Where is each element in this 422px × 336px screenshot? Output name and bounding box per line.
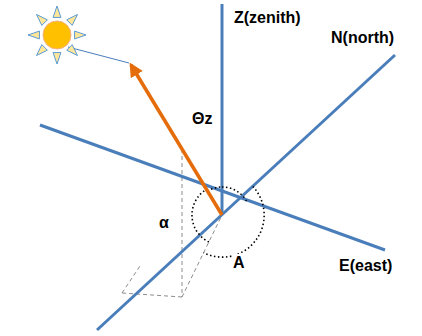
sun-direction-arrow (131, 65, 222, 215)
axes (40, 4, 395, 330)
sun-ray (67, 45, 78, 56)
axis-label: Z(zenith) (233, 9, 302, 27)
zenith-angle-arc (222, 187, 247, 202)
sun-ray (75, 31, 86, 39)
north-axis (97, 55, 395, 330)
ground-component (122, 266, 140, 293)
angle-arcs (192, 187, 264, 258)
axis-label: E(east) (338, 257, 393, 275)
zenith-angle-arc (208, 187, 223, 191)
zenith-axis (221, 4, 224, 215)
axis-label: N(north) (330, 29, 395, 47)
sun-ray (53, 53, 61, 64)
east-axis (40, 125, 385, 250)
sun-disc (43, 21, 71, 49)
sun-ray (53, 6, 61, 17)
angle-label: A (232, 254, 246, 272)
altitude-arc (192, 189, 209, 242)
projection-lines (122, 149, 222, 297)
sun-ray (36, 45, 47, 56)
sun-ray (28, 31, 39, 39)
vertical-projection (182, 149, 183, 297)
sun-ray (36, 14, 47, 25)
ground-component (122, 293, 182, 297)
angle-label: Θz (191, 110, 213, 128)
ground-projection (182, 215, 222, 297)
angle-label: α (158, 214, 170, 232)
sun-icon (28, 6, 86, 64)
sun-ray (67, 14, 78, 25)
